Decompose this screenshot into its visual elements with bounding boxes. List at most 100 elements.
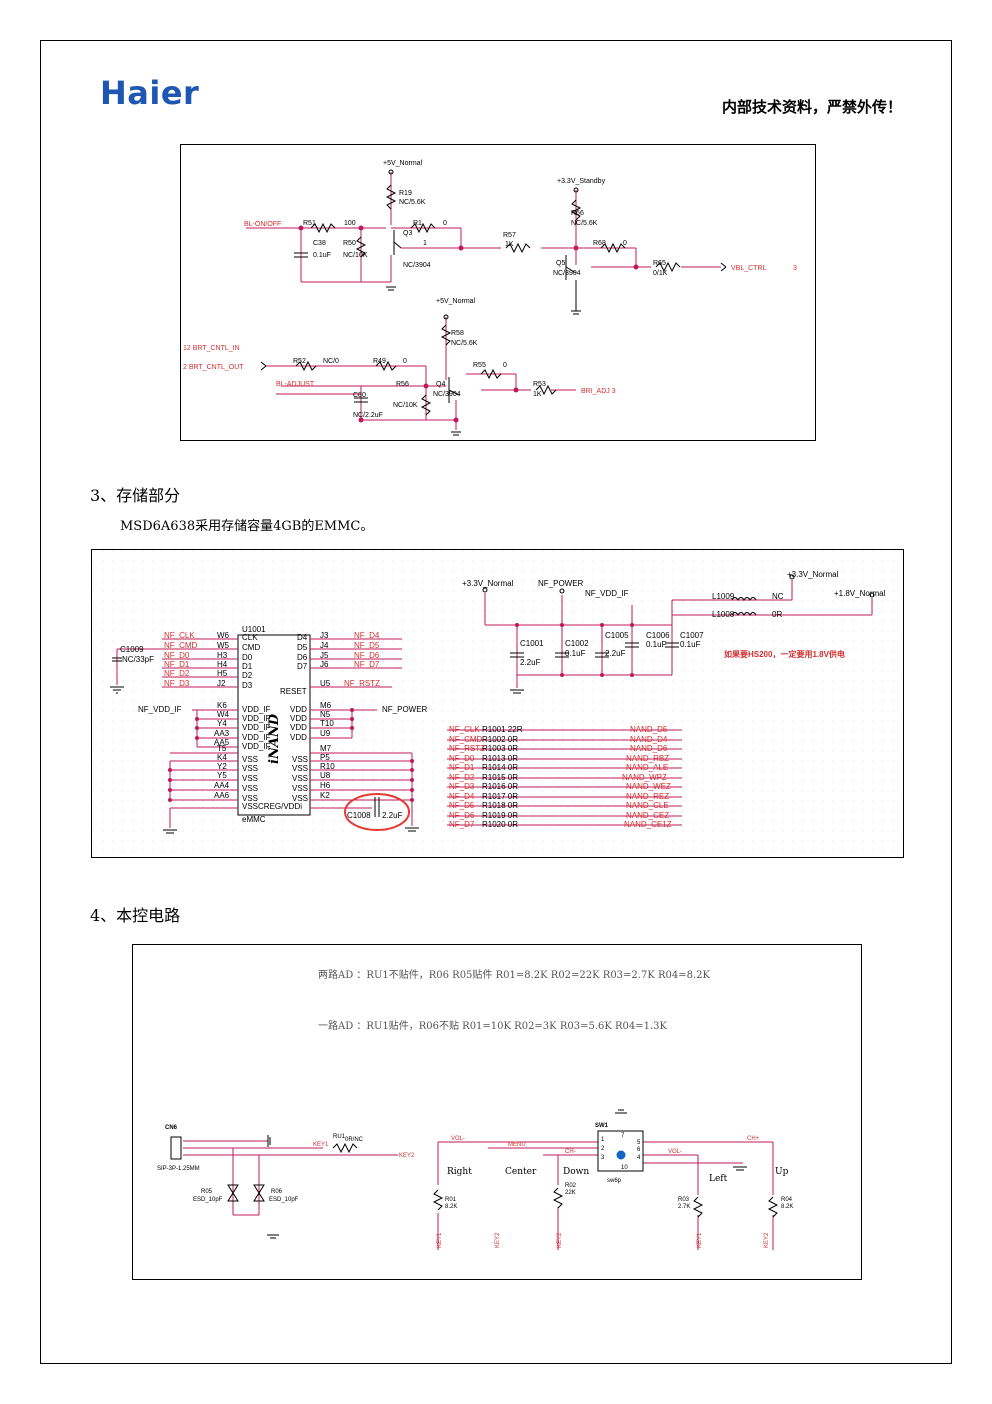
net-key2: KEY2 — [399, 1153, 415, 1159]
r65-value: 0/1K — [653, 270, 668, 277]
ball-aa3: AA3 — [214, 729, 230, 738]
pin-vdd-4: VDD — [290, 733, 307, 742]
pin-vss-r3: VSS — [292, 774, 308, 783]
pin-vddif-2: VDD_IF — [242, 714, 271, 723]
ball-m7: M7 — [320, 744, 332, 753]
page-frame — [40, 40, 952, 1364]
c1001-ref: C1001 — [520, 639, 544, 648]
ball-m6: M6 — [320, 701, 332, 710]
rail-nf-power: NF_POWER — [538, 579, 584, 588]
c1006-ref: C1006 — [646, 631, 670, 640]
c1007-ref: C1007 — [680, 631, 704, 640]
net-nf-d4: NF_D4 — [354, 631, 380, 640]
res-ref-1: R1001 22R — [482, 725, 523, 734]
pin-d5: D5 — [297, 643, 308, 652]
res-net-7: NF_D3 — [449, 782, 475, 791]
ball-k6: K6 — [217, 701, 227, 710]
pin-vss-r5: VSS — [292, 794, 308, 803]
c38-value: 0.1uF — [313, 252, 331, 259]
pin-vddif-3: VDD_IF — [242, 723, 271, 732]
res-ref-9: R1018 0R — [482, 801, 518, 810]
pin-vss-l4: VSS — [242, 784, 258, 793]
res-ref-6: R1015 0R — [482, 773, 518, 782]
nand-net-5: NAND_ALE — [626, 763, 668, 772]
net-ch-minus: CH- — [565, 1149, 576, 1155]
net-up-key2: KEY2 — [764, 1232, 770, 1248]
ball-w5: W5 — [217, 641, 230, 650]
pin-vsscreg: VSSCREG/VDDi — [242, 802, 302, 811]
res-ref-4: R1013 0R — [482, 754, 518, 763]
res-net-8: NF_D4 — [449, 792, 475, 801]
ball-y4: Y4 — [217, 719, 227, 728]
c80-ref: C80 — [353, 392, 366, 399]
r1-value: 0 — [443, 220, 447, 227]
net-nf-power: NF_POWER — [382, 705, 428, 714]
net-vol-minus: VOL- — [451, 1136, 465, 1142]
r51-ref: R51 — [303, 220, 316, 227]
r03-ref: R03 — [678, 1197, 690, 1203]
r50-ref: R50 — [343, 240, 356, 247]
r49-value: 0 — [403, 358, 407, 365]
r66-ref: R66 — [571, 210, 584, 217]
pin-vdd-1: VDD — [290, 705, 307, 714]
haier-logo: Haier — [100, 74, 200, 112]
ball-h5: H5 — [217, 669, 228, 678]
c38-ref: C38 — [313, 240, 326, 247]
r01-ref: R01 — [445, 1197, 457, 1203]
r05-value: ESD_10pF — [193, 1197, 223, 1203]
r02-ref: R02 — [565, 1183, 577, 1189]
s1-rail-5v-bottom: +5V_Normal — [436, 298, 476, 305]
res-ref-3: R1003 0R — [482, 744, 518, 753]
sw-type: sw6p — [607, 1178, 622, 1184]
c1002-value: 0.1uF — [565, 649, 586, 658]
r56-value: NC/10K — [393, 402, 418, 409]
net-bri-adj: BRI_ADJ 3 — [581, 388, 616, 395]
r51-value: 100 — [344, 220, 356, 227]
r58-value: NC/5.6K — [451, 340, 478, 347]
pin-d4: D4 — [297, 633, 308, 642]
r57-ref: R57 — [503, 232, 516, 239]
r66-value: NC/5.6K — [571, 220, 598, 227]
ball-u5: U5 — [320, 679, 331, 688]
sw-pin-10: 10 — [621, 1165, 628, 1171]
pin-d7: D7 — [297, 662, 308, 671]
pin-vdd-2: VDD — [290, 714, 307, 723]
res-ref-11: R1020 0R — [482, 820, 518, 829]
pin-d1: D1 — [242, 662, 253, 671]
nand-net-6: NAND_WPZ — [622, 773, 667, 782]
ball-t10: T10 — [320, 719, 334, 728]
ball-w6: W6 — [217, 631, 230, 640]
pin-vss-l1: VSS — [242, 755, 258, 764]
ru1-value: 0R/NC — [345, 1137, 364, 1143]
c1008-ref: C1008 — [347, 811, 371, 820]
c1009-ref: C1009 — [120, 645, 144, 654]
sw-pin-2: 2 — [601, 1146, 605, 1152]
ball-j2: J2 — [217, 679, 226, 688]
ball-h6: H6 — [320, 781, 331, 790]
pin-clk: CLK — [242, 633, 258, 642]
r55-value: 0 — [503, 362, 507, 369]
net-nf-d0: NF_D0 — [164, 651, 190, 660]
sw1-ref: SW1 — [595, 1123, 609, 1129]
r52-value: NC/0 — [323, 358, 339, 365]
rail-33v-left: +3.3V_Normal — [462, 579, 514, 588]
res-net-2: NF_CMD — [449, 735, 483, 744]
c1008-value: 2.2uF — [382, 811, 403, 820]
nand-net-11: NAND_CE1Z — [624, 820, 672, 829]
ball-j5: J5 — [320, 651, 329, 660]
l1008-ref: L1008 — [712, 610, 735, 619]
net-nf-d6: NF_D6 — [354, 651, 380, 660]
net-nf-d3: NF_D3 — [164, 679, 190, 688]
cn6-ref: CN6 — [165, 1125, 178, 1131]
r56-ref: R56 — [396, 381, 409, 388]
ball-h3: H3 — [217, 651, 228, 660]
ball-p5: P5 — [320, 753, 330, 762]
net-bl-on-off: BL-ON/OFF — [244, 221, 281, 228]
r53-ref: R53 — [533, 381, 546, 388]
pin-vss-r2: VSS — [292, 764, 308, 773]
res-net-1: NF_CLK — [449, 725, 480, 734]
c1005-ref: C1005 — [605, 631, 629, 640]
ball-j6: J6 — [320, 660, 329, 669]
r04-value: 8.2K — [781, 1204, 793, 1210]
r19-value: NC/5.6K — [399, 199, 426, 206]
